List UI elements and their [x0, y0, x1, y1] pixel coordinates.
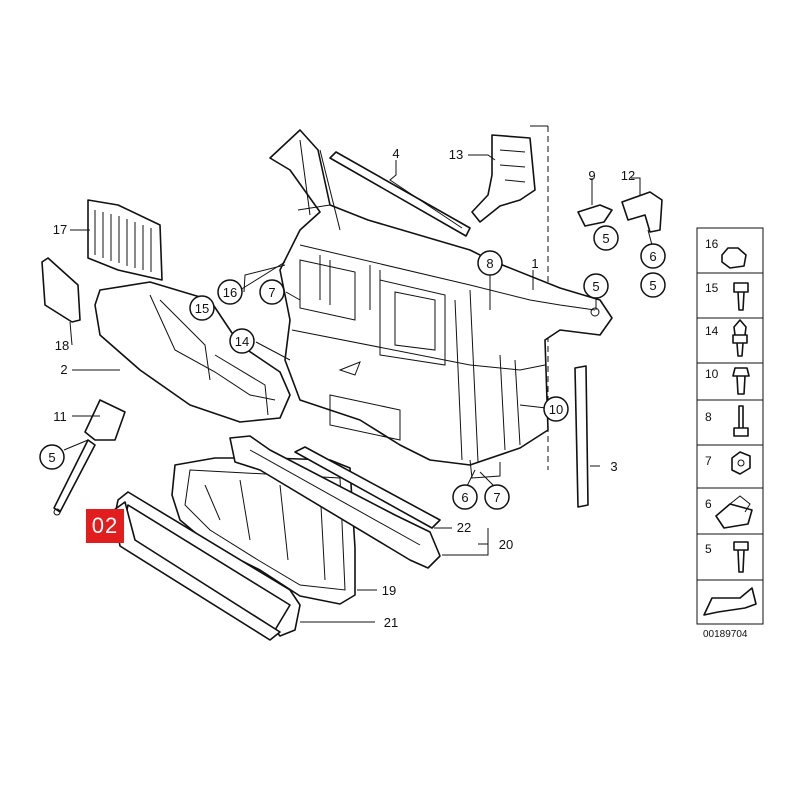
seal-strip-4: [329, 151, 471, 237]
callout-5a: 5: [602, 231, 609, 246]
bracket-13: [471, 134, 536, 223]
callout-1: 1: [531, 256, 538, 271]
callout-6b: 6: [461, 490, 468, 505]
stud-icon: [733, 405, 749, 437]
callout-13: 13: [449, 147, 463, 162]
legend-label-15: 15: [705, 281, 719, 295]
callout-labels: 4 13 9 12 5 6 5 5 1 8 17 16 7 15 18 14 2…: [48, 146, 656, 630]
callout-7b: 7: [493, 490, 500, 505]
fastener-legend: 16 15 14 10 8 7 6 5: [696, 227, 764, 625]
grille-17: [87, 199, 163, 281]
callout-5c: 5: [592, 279, 599, 294]
bracket-9: [577, 204, 613, 227]
callout-7a: 7: [268, 285, 275, 300]
lower-carrier-20: [229, 435, 441, 569]
callout-19: 19: [382, 583, 396, 598]
spring-nut-icon: [715, 503, 753, 529]
clip-nut-icon: [721, 247, 747, 269]
legend-label-7: 7: [705, 454, 712, 468]
callout-16: 16: [223, 285, 237, 300]
legend-label-10: 10: [705, 367, 719, 381]
assembly-arrow-icon: [703, 587, 757, 616]
callout-21: 21: [384, 615, 398, 630]
callout-22: 22: [457, 520, 471, 535]
legend-label-5: 5: [705, 542, 712, 556]
bolt-icon: [732, 367, 750, 395]
callout-12: 12: [621, 168, 635, 183]
callout-8: 8: [486, 256, 493, 271]
expansion-rivet-icon: [732, 319, 748, 357]
callout-15: 15: [195, 301, 209, 316]
diagram-code: 00189704: [703, 629, 748, 640]
callout-2: 2: [60, 362, 67, 377]
callout-10: 10: [549, 402, 563, 417]
callout-20: 20: [499, 537, 513, 552]
screw-icon: [733, 282, 749, 311]
callout-3: 3: [610, 459, 617, 474]
bracket-12: [621, 191, 663, 233]
callout-14: 14: [235, 334, 249, 349]
callout-5b: 5: [649, 278, 656, 293]
side-strip-3: [574, 365, 589, 508]
front-panel-carrier: [269, 129, 613, 479]
callout-9: 9: [588, 168, 595, 183]
screw-5-icon: [733, 541, 749, 573]
legend-label-8: 8: [705, 410, 712, 424]
legend-label-16: 16: [705, 237, 719, 251]
side-plate-18: [41, 257, 81, 323]
callout-18: 18: [55, 338, 69, 353]
position-badge: 02: [86, 509, 124, 543]
rubber-strip-22: [294, 446, 441, 529]
callout-17: 17: [53, 222, 67, 237]
legend-label-6: 6: [705, 497, 712, 511]
callout-5d: 5: [48, 450, 55, 465]
legend-label-14: 14: [705, 324, 719, 338]
callout-circles: [39, 225, 666, 510]
callout-6a: 6: [649, 249, 656, 264]
callout-11: 11: [53, 409, 67, 424]
stay-rod-11: [53, 399, 126, 516]
hex-nut-icon: [731, 451, 751, 475]
callout-4: 4: [392, 146, 399, 161]
